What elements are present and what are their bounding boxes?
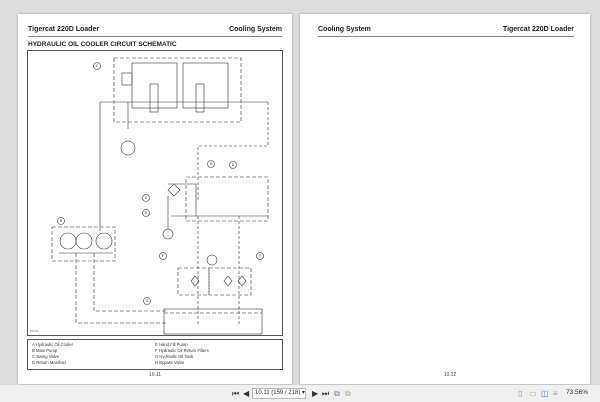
callout-label: H [210, 162, 213, 166]
copy-icon[interactable]: ⧉ [334, 389, 340, 398]
page-number: 10.11 [148, 372, 162, 378]
legend: A Hydraulic Oil Cooler B Main Pump C Swi… [27, 339, 283, 370]
callout-label: A [145, 196, 148, 200]
callout-label: B [60, 219, 63, 223]
callout-label: C [96, 64, 99, 68]
continuous-page-icon[interactable]: ▭ [529, 389, 537, 398]
legend-item: A Hydraulic Oil Cooler [32, 342, 73, 347]
viewer-toolbar: ⏮ ◀ 10.11 (159 / 218) ▾ ▶ ⏭ ⧉ ⧉ ▯ ▭ ◫ ≡ … [0, 385, 600, 402]
header-left: Cooling System [318, 26, 371, 33]
single-page-icon[interactable]: ▯ [518, 389, 523, 398]
legend-item: F Hydraulic Oil Return Filters [155, 348, 209, 353]
header-rule [28, 36, 282, 37]
callout-label: F [259, 254, 261, 258]
header-rule [318, 36, 574, 37]
callout-label: G [146, 299, 149, 303]
left-page: Tigercat 220D Loader Cooling System HYDR… [18, 14, 292, 384]
right-page: Cooling System Tigercat 220D Loader 10.1… [300, 14, 590, 384]
legend-item: C Swing Valve [32, 354, 59, 359]
header-left: Tigercat 220D Loader [28, 26, 100, 33]
diagram-code: 2077A [30, 329, 39, 333]
schematic-drawing: C H D A E B F F G [51, 57, 269, 335]
legend-item: E Hand Fill Pump [155, 342, 188, 347]
callout-label: E [145, 211, 148, 215]
page-field-value: 10.11 (159 / 218) [255, 390, 301, 396]
section-title: HYDRAULIC OIL COOLER CIRCUIT SCHEMATIC [28, 41, 177, 48]
header-right: Tigercat 220D Loader [502, 26, 574, 33]
last-page-icon[interactable]: ⏭ [322, 389, 330, 398]
callout-label: D [232, 163, 235, 167]
schematic-diagram: C H D A E B F F G 2077A [27, 50, 283, 336]
first-page-icon[interactable]: ⏮ [232, 389, 240, 398]
legend-item: H Bypass Valve [155, 360, 185, 365]
callout-label: F [162, 254, 164, 258]
legend-item: D Return Manifold [32, 360, 66, 365]
page-number-field[interactable]: 10.11 (159 / 218) ▾ [252, 388, 306, 399]
legend-item: G Hydraulic Oil Tank [155, 354, 194, 359]
legend-item: B Main Pump [32, 348, 58, 353]
next-page-icon[interactable]: ▶ [312, 389, 319, 398]
header-right: Cooling System [229, 26, 282, 33]
page-number: 10.12 [443, 372, 457, 378]
two-page-continuous-icon[interactable]: ≡ [553, 389, 558, 398]
prev-page-icon[interactable]: ◀ [243, 389, 250, 398]
zoom-level[interactable]: 73.56% [566, 389, 589, 396]
paste-icon[interactable]: ⧉ [345, 389, 351, 398]
two-page-icon[interactable]: ◫ [541, 389, 549, 398]
